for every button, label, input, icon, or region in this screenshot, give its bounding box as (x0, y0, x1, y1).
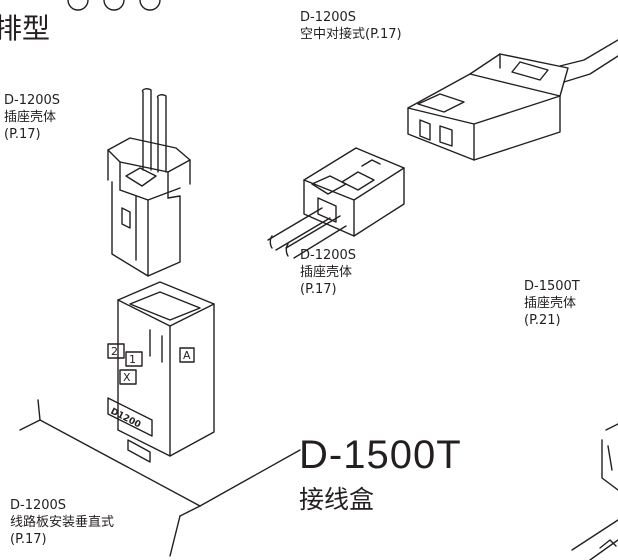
top-decoration (67, 0, 161, 11)
pin-1-mark: 1 (129, 353, 136, 366)
pcb-vertical-drawing (19, 281, 301, 557)
series-title: D-1500T (299, 433, 462, 477)
pin-2-mark: 2 (111, 345, 118, 358)
pin-a-mark: A (183, 349, 191, 362)
housing-middle-name: 插座壳体 (300, 265, 353, 280)
housing-middle-page: (P.17) (300, 282, 337, 297)
splice-model: D-1200S (300, 10, 357, 25)
pcb-vertical-label: D-1200S 线路板安装垂直式 (P.17) (10, 497, 114, 548)
model-mark: D1200 (109, 407, 143, 431)
pcb-vertical-model: D-1200S (10, 498, 67, 513)
housing-middle-drawing (267, 147, 405, 259)
right-edge-fragments (571, 423, 618, 560)
housing-left-drawing (107, 88, 191, 277)
splice-drawing (407, 39, 618, 161)
housing-left-label: D-1200S 插座壳体 (P.17) (4, 92, 60, 143)
splice-label: D-1200S 空中对接式(P.17) (300, 9, 402, 43)
housing-right-model: D-1500T (524, 279, 580, 294)
housing-right-label: D-1500T 插座壳体 (P.21) (524, 278, 580, 329)
housing-left-page: (P.17) (4, 127, 41, 142)
pcb-vertical-page: (P.17) (10, 532, 47, 547)
splice-name: 空中对接式(P.17) (300, 27, 402, 42)
housing-right-name: 插座壳体 (524, 296, 577, 311)
x-mark: X (123, 371, 131, 384)
pcb-vertical-name: 线路板安装垂直式 (10, 515, 115, 530)
housing-left-model: D-1200S (4, 93, 61, 108)
housing-middle-label: D-1200S 插座壳体 (P.17) (300, 247, 356, 298)
series-subtitle: 接线盒 (299, 485, 375, 514)
housing-left-name: 插座壳体 (4, 110, 57, 125)
heading-fragment: 排型 (0, 12, 51, 45)
housing-right-page: (P.21) (524, 313, 561, 328)
housing-middle-model: D-1200S (300, 248, 357, 263)
